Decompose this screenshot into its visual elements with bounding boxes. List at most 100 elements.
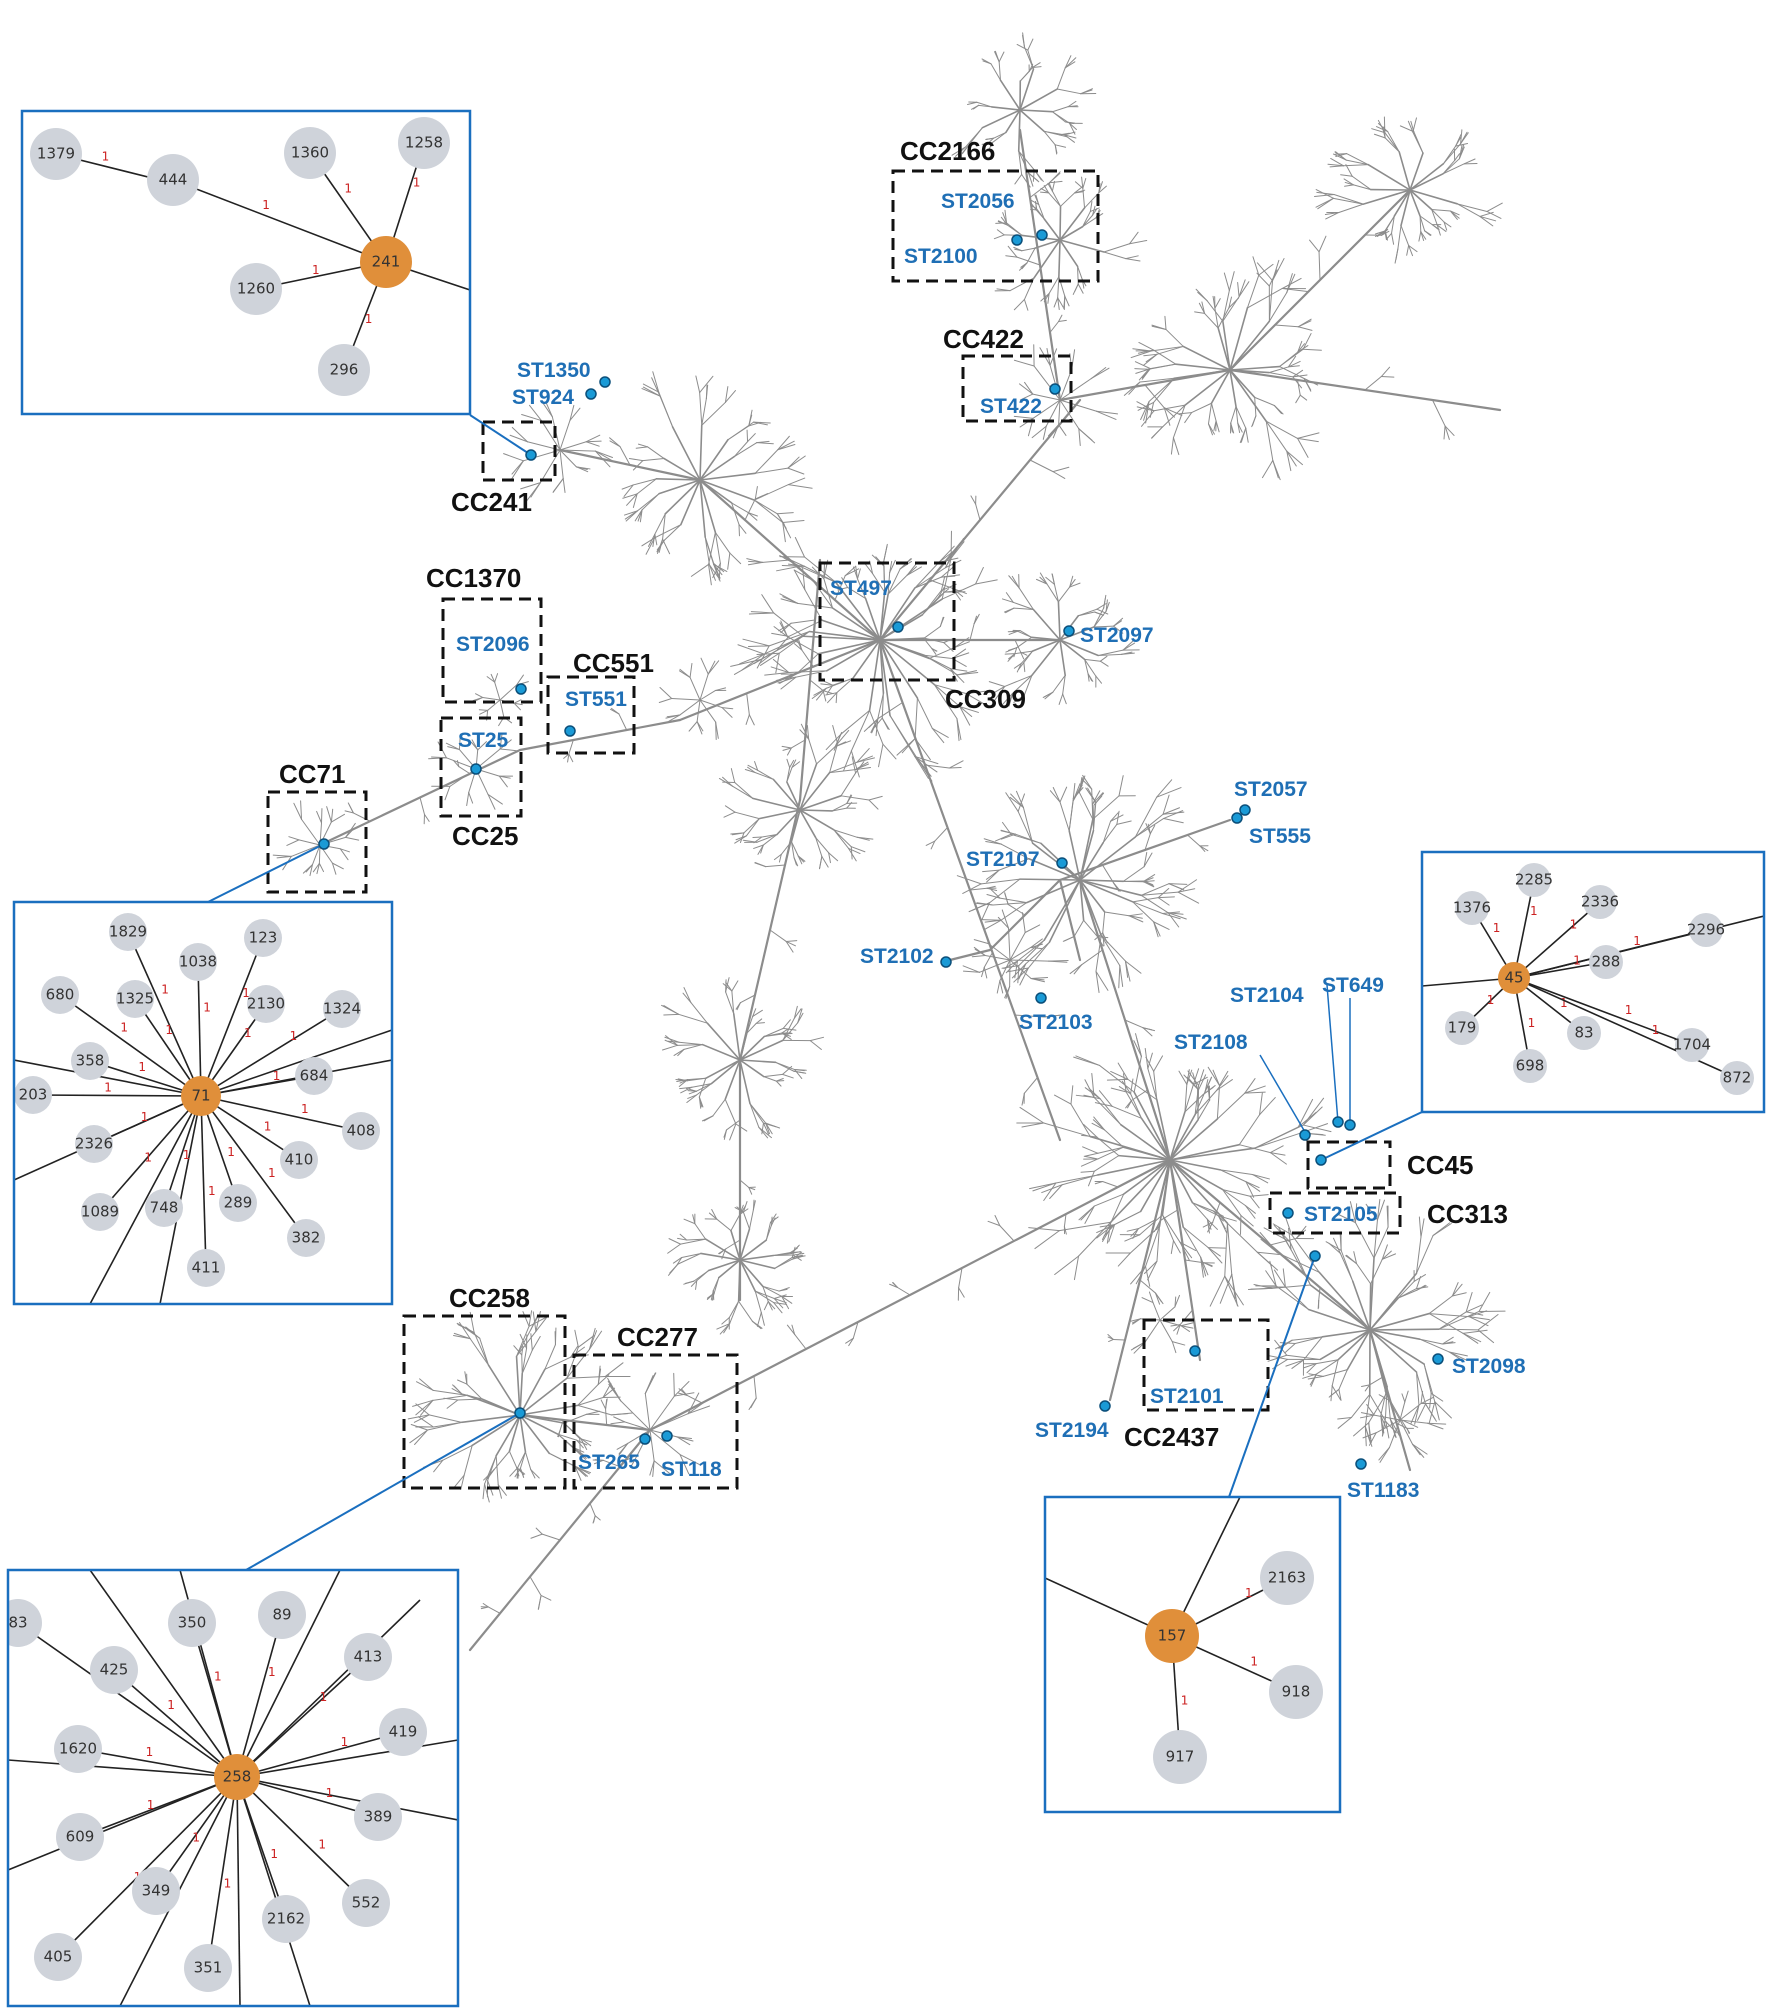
st-node — [41, 976, 79, 1014]
label-st2194: ST2194 — [1035, 1419, 1109, 1442]
label-st924: ST924 — [512, 386, 574, 409]
st-node — [109, 913, 147, 951]
st-node-label: 351 — [194, 1959, 223, 1977]
edge-weight: 1 — [1487, 993, 1495, 1007]
st-node — [116, 980, 154, 1018]
edge-weight: 1 — [1560, 996, 1568, 1010]
st-node-label: 2326 — [75, 1135, 113, 1153]
label-st2107: ST2107 — [966, 848, 1040, 871]
st-node-label: 1704 — [1673, 1036, 1711, 1054]
st-node — [323, 990, 361, 1028]
edge-weight: 1 — [273, 1069, 281, 1083]
st-node — [8, 1599, 42, 1647]
st-node — [1153, 1730, 1207, 1784]
st-node-label: 349 — [142, 1882, 171, 1900]
edge-weight: 1 — [120, 1020, 128, 1034]
label-cc277: CC277 — [617, 1322, 698, 1352]
edge-weight: 1 — [227, 1145, 235, 1159]
st-node-label: 358 — [76, 1052, 105, 1070]
st-node-label: 2296 — [1687, 921, 1725, 939]
st-node — [14, 1076, 52, 1114]
edge-weight: 1 — [268, 1166, 276, 1180]
st-node-label: 684 — [300, 1067, 329, 1085]
label-st25: ST25 — [458, 729, 509, 752]
label-st2105: ST2105 — [1304, 1203, 1378, 1226]
st-node-label: 748 — [150, 1199, 179, 1217]
label-cc71: CC71 — [279, 759, 345, 789]
founder-node — [214, 1754, 260, 1800]
clonal-complex-labels: CC2166 CC422 CC241 CC1370 CC551 CC309 CC… — [279, 136, 1508, 1452]
spanning-tree-branches — [272, 32, 1506, 1652]
founder-node-label: 241 — [372, 253, 401, 271]
edge-weight: 1 — [147, 1798, 155, 1812]
label-st1183: ST1183 — [1347, 1479, 1419, 1502]
st-node-label: 2336 — [1581, 893, 1619, 911]
founder-node-label: 157 — [1158, 1627, 1187, 1645]
st-node-label: 917 — [1166, 1748, 1195, 1766]
founder-node-label: 71 — [191, 1087, 210, 1105]
box-cc422 — [961, 354, 1073, 423]
st-node — [179, 943, 217, 981]
st-node-label: 444 — [159, 171, 188, 189]
edge-weight: 1 — [165, 1023, 173, 1037]
edge-weight: 1 — [1181, 1694, 1189, 1708]
st-node-label: 2130 — [247, 995, 285, 1013]
edge-weight: 1 — [262, 198, 270, 212]
edge-weight: 1 — [344, 182, 352, 196]
st-node-label: 389 — [364, 1808, 393, 1826]
clonal-complex-boxes — [266, 169, 1402, 1490]
st-node-label: 1376 — [1453, 899, 1491, 917]
st-node-label: 405 — [44, 1948, 73, 1966]
st-node-label: 1258 — [405, 134, 443, 152]
box-cc241 — [481, 420, 557, 482]
st-node — [75, 1125, 113, 1163]
st-node — [1583, 885, 1617, 919]
st-node — [1260, 1551, 1314, 1605]
label-cc313: CC313 — [1427, 1199, 1508, 1229]
st-node — [344, 1633, 392, 1681]
edge-weight: 1 — [161, 983, 169, 997]
edge-weight: 1 — [270, 1847, 278, 1861]
st-node — [284, 127, 336, 179]
st-node-label: 1089 — [81, 1203, 119, 1221]
st-node-label: 1379 — [37, 145, 75, 163]
edge-weight: 1 — [144, 1151, 152, 1165]
label-st2097: ST2097 — [1080, 624, 1154, 647]
label-cc25: CC25 — [452, 821, 518, 851]
founder-node — [181, 1076, 221, 1116]
st-node-label: 83 — [8, 1614, 27, 1632]
st-node — [1567, 1016, 1601, 1050]
edge-weight: 1 — [326, 1786, 334, 1800]
st-node-label: 680 — [46, 986, 75, 1004]
label-cc2166: CC2166 — [900, 136, 995, 166]
edge-weight: 1 — [208, 1184, 216, 1198]
st-node-label: 1620 — [59, 1740, 97, 1758]
sequence-type-dots — [318, 229, 1444, 1470]
label-st555: ST555 — [1249, 825, 1311, 848]
st-node — [342, 1112, 380, 1150]
st-node-label: 410 — [285, 1151, 314, 1169]
edge-weight: 1 — [1245, 1586, 1253, 1600]
box-cc1370 — [441, 597, 543, 704]
inset-cc258: 1111111111111183350894254134191620389609… — [6, 1568, 460, 2008]
st-node-label: 123 — [249, 929, 278, 947]
founder-node — [1498, 962, 1530, 994]
st-node — [147, 154, 199, 206]
founder-node-label: 258 — [223, 1768, 252, 1786]
edge-weight: 1 — [290, 1029, 298, 1043]
st-node — [342, 1879, 390, 1927]
st-node — [1269, 1665, 1323, 1719]
edge-weight: 1 — [167, 1698, 175, 1712]
sequence-type-labels: ST2056 ST2100 ST422 ST1350 ST924 ST497 S… — [456, 190, 1526, 1502]
label-cc1370: CC1370 — [426, 563, 521, 593]
st-node-label: 203 — [19, 1086, 48, 1104]
st-node — [244, 919, 282, 957]
edge-weight: 1 — [102, 149, 110, 163]
label-st118: ST118 — [661, 1458, 722, 1481]
edge-weight: 1 — [312, 263, 320, 277]
label-cc309: CC309 — [945, 684, 1026, 714]
box-cc45 — [1306, 1140, 1392, 1190]
st-node — [258, 1591, 306, 1639]
edge-weight: 1 — [141, 1110, 149, 1124]
